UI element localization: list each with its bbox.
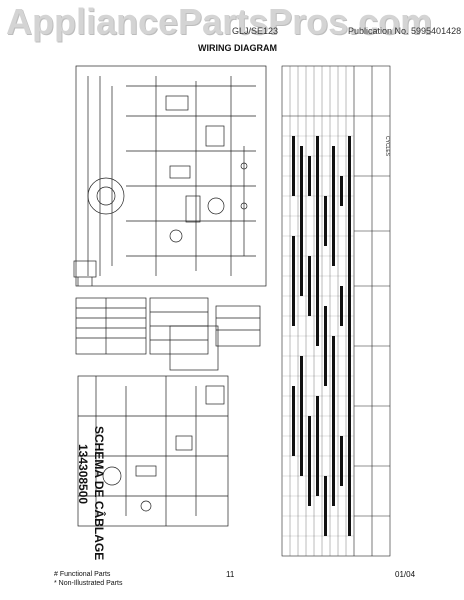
publication-number: Publication No. 5995401428 bbox=[348, 26, 462, 36]
model-code: GLJ/SE123 bbox=[232, 26, 279, 36]
wiring-diagram-sheet: SCHEMA DE CÂBLAGE 134308500 CYCLES bbox=[66, 56, 394, 568]
footer-date: 01/04 bbox=[395, 570, 416, 579]
page-number: 11 bbox=[226, 570, 235, 579]
wiring-diagram-drawing bbox=[73, 65, 391, 557]
footer-notes: # Functional Parts * Non-Illustrated Par… bbox=[54, 570, 122, 588]
cycle-chart-title: CYCLES bbox=[384, 136, 390, 157]
page-title: WIRING DIAGRAM bbox=[198, 43, 277, 53]
functional-parts-note: # Functional Parts bbox=[54, 571, 111, 578]
diagram-part-number: 134308500 bbox=[76, 444, 90, 505]
watermark-logo: AppliancePartsPros.com bbox=[6, 1, 433, 42]
spanish-diagram-label: SCHEMA DE CÂBLAGE bbox=[92, 426, 106, 561]
non-illustrated-parts-note: * Non-Illustrated Parts bbox=[54, 580, 123, 587]
